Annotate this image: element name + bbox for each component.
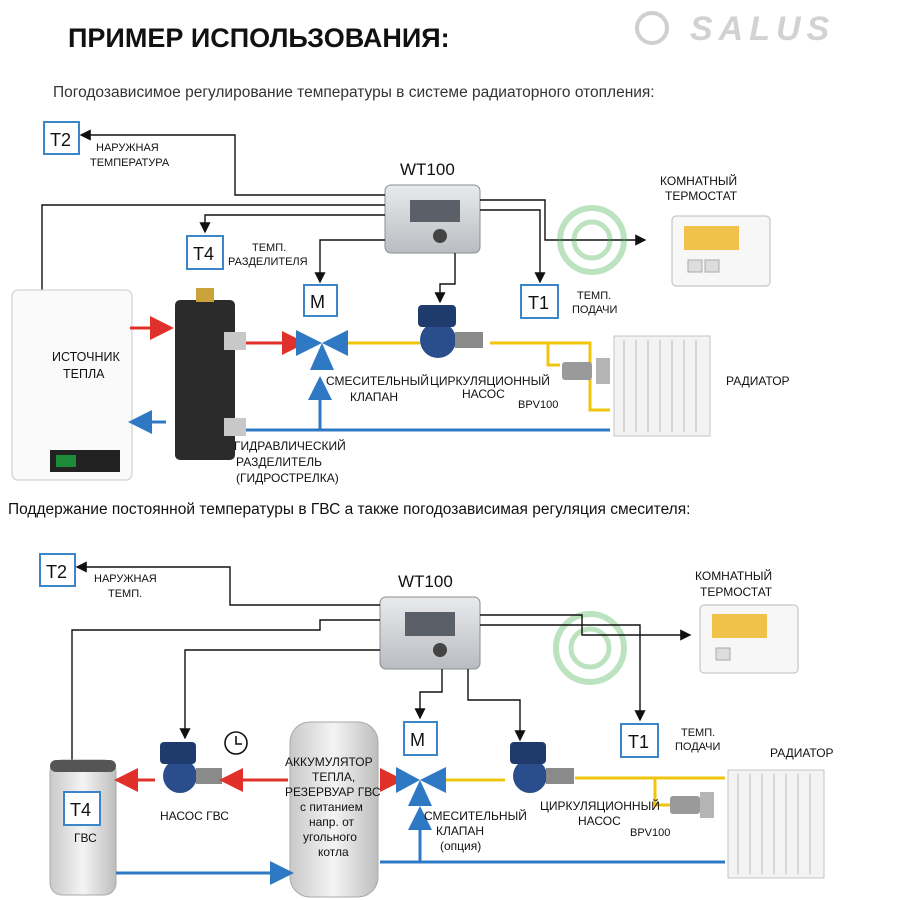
- circulation-pump-2: [510, 742, 574, 793]
- accumulator-label-1: АККУМУЛЯТОР: [285, 755, 373, 769]
- salus-logo: SALUS: [635, 10, 835, 48]
- t4-sensor-2: [63, 791, 101, 826]
- t1-sensor-2: [620, 723, 659, 758]
- thermostat-label-2b: ТЕРМОСТАТ: [700, 585, 773, 599]
- accumulator-tank: [289, 721, 379, 898]
- t2-text-1: T2: [50, 130, 71, 150]
- mixing-valve-label-2a: СМЕСИТЕЛЬНЫЙ: [424, 808, 527, 823]
- dhw-tank: [49, 759, 117, 896]
- pump-label-2a: ЦИРКУЛЯЦИОННЫЙ: [540, 798, 660, 813]
- t1-label-2a: ТЕМП.: [681, 727, 715, 739]
- diagram2-caption: Поддержание постоянной температуры в ГВС…: [8, 501, 690, 518]
- accumulator-label-6: угольного: [303, 830, 357, 844]
- t1-label-1b: ПОДАЧИ: [572, 304, 617, 316]
- pump-label-2b: НАСОС: [578, 814, 621, 828]
- separator-label-b: РАЗДЕЛИТЕЛЬ: [236, 455, 322, 469]
- thermostat-label-1b: ТЕРМОСТАТ: [665, 189, 738, 203]
- mixing-valve-label-1a: СМЕСИТЕЛЬНЫЙ: [326, 373, 429, 388]
- bpv100-valve-2: [670, 792, 714, 818]
- brand-text: SALUS: [690, 10, 835, 48]
- t4-text-1: T4: [193, 244, 214, 264]
- hydraulic-separator: [175, 288, 246, 460]
- thermostat-label-2a: КОМНАТНЫЙ: [695, 568, 772, 583]
- bpv-label-2: BPV100: [630, 827, 670, 839]
- controller-label-1: WT100: [400, 160, 455, 179]
- t2-label-1a: НАРУЖНАЯ: [96, 142, 159, 154]
- t2-sensor-2: [39, 553, 76, 587]
- mixing-valve-label-2c: (опция): [440, 839, 481, 853]
- boiler-label-a: ИСТОЧНИК: [52, 350, 120, 364]
- mixing-valve-2: [396, 767, 446, 806]
- t4-sensor-1: [186, 235, 224, 270]
- t2-sensor-1: [43, 121, 80, 155]
- wt100-controller-2: [379, 596, 481, 670]
- wt100-controller-1: [384, 184, 481, 254]
- dhw-pump-label: НАСОС ГВС: [160, 809, 229, 823]
- watermark-circle-1: [557, 205, 627, 275]
- clock-icon: [224, 731, 248, 755]
- boiler-label-b: ТЕПЛА: [63, 367, 105, 381]
- radiator-label-2: РАДИАТОР: [770, 746, 834, 760]
- mixing-valve-label-2b: КЛАПАН: [436, 824, 484, 838]
- radiator-1: [613, 335, 711, 437]
- circulation-pump-1: [418, 305, 483, 358]
- accumulator-label-4: с питанием: [300, 800, 363, 814]
- m-actuator-1: [303, 284, 338, 317]
- accumulator-label-5: напр. от: [309, 815, 355, 829]
- radiator-2: [727, 769, 825, 879]
- accumulator-label-2: ТЕПЛА,: [312, 770, 355, 784]
- t4-text-2: T4: [70, 800, 91, 820]
- room-thermostat-2: [699, 604, 799, 674]
- m-text-1: M: [310, 292, 325, 312]
- dhw-label: ГВС: [74, 831, 97, 845]
- t1-text-1: T1: [528, 293, 549, 313]
- mixing-valve-label-1b: КЛАПАН: [350, 390, 398, 404]
- bpv-label-1: BPV100: [518, 399, 558, 411]
- diagram1-caption: Погодозависимое регулирование температур…: [53, 84, 655, 101]
- watermark-circle-2: [553, 611, 627, 685]
- t2-text-2: T2: [46, 562, 67, 582]
- m-actuator-2: [403, 721, 438, 756]
- accumulator-label-3: РЕЗЕРВУАР ГВС: [285, 785, 381, 799]
- accumulator-label-7: котла: [318, 845, 349, 859]
- page-title: ПРИМЕР ИСПОЛЬЗОВАНИЯ:: [68, 23, 450, 53]
- t1-text-2: T1: [628, 732, 649, 752]
- t2-label-2b: ТЕМП.: [108, 588, 142, 600]
- bpv100-valve-1: [562, 358, 610, 384]
- separator-label-a: ГИДРАВЛИЧЕСКИЙ: [234, 438, 346, 453]
- pump-label-1a: ЦИРКУЛЯЦИОННЫЙ: [430, 373, 550, 388]
- mixing-valve-1: [296, 330, 348, 370]
- separator-label-c: (ГИДРОСТРЕЛКА): [236, 471, 339, 485]
- m-text-2: M: [410, 730, 425, 750]
- thermostat-label-1a: КОМНАТНЫЙ: [660, 173, 737, 188]
- t2-label-1b: ТЕМПЕРАТУРА: [90, 157, 170, 169]
- t4-label-1a: ТЕМП.: [252, 242, 286, 254]
- controller-label-2: WT100: [398, 572, 453, 591]
- room-thermostat-1: [671, 215, 771, 287]
- t2-label-2a: НАРУЖНАЯ: [94, 573, 157, 585]
- t4-label-1b: РАЗДЕЛИТЕЛЯ: [228, 256, 308, 268]
- heat-source-boiler: [11, 289, 133, 481]
- t1-label-1a: ТЕМП.: [577, 290, 611, 302]
- pump-label-1b: НАСОС: [462, 387, 505, 401]
- t1-label-2b: ПОДАЧИ: [675, 741, 720, 753]
- t1-sensor-1: [520, 284, 559, 319]
- radiator-label-1: РАДИАТОР: [726, 374, 790, 388]
- dhw-pump: [160, 742, 222, 793]
